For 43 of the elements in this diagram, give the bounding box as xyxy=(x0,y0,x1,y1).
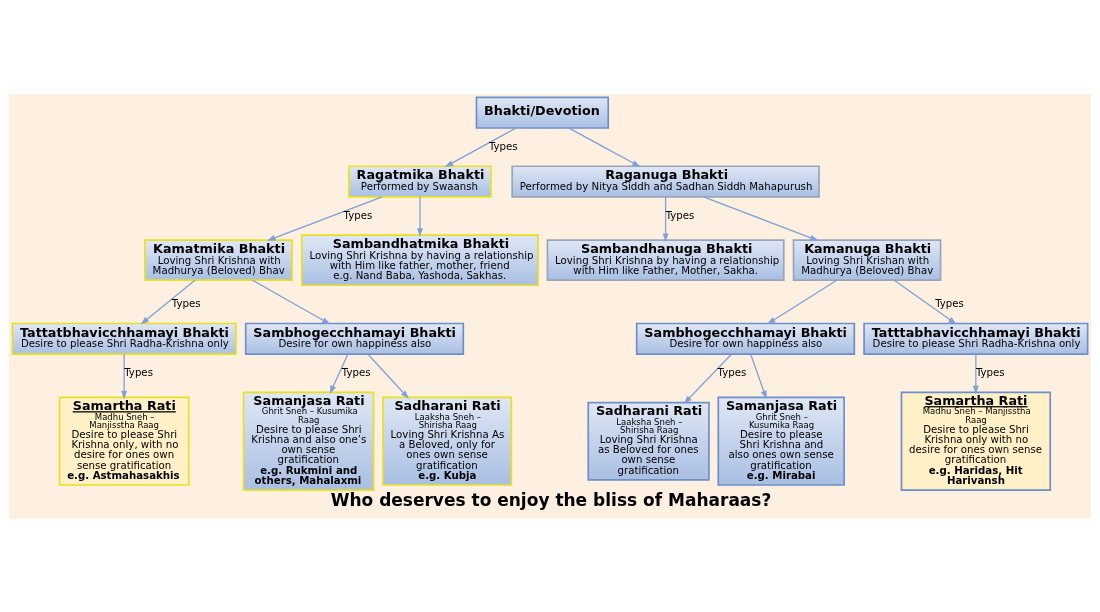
node-box: Kamanuga Bhakti Loving Shri Krishan with Madhurya (Beloved) Bhav xyxy=(792,238,942,281)
node-box: Sambandhanuga Bhakti Loving Shri Krishna by having a relationship with Him like Father, Mother, Sakha. xyxy=(546,238,785,281)
node-box: Raganuga Bhakti Performed by Nitya Siddh and Sadhan Siddh Mahapurush xyxy=(511,164,820,198)
node-box: Tattatbhavicchhamayi Bhakti Desire to please Shri Radha-Krishna only xyxy=(11,322,237,355)
edge-label: Types xyxy=(935,297,964,309)
arrow xyxy=(140,279,196,325)
node-box: Samanjasa Rati Ghrit Sneh – Kusumika Raag Desire to please Shri Krishna and also ones own sense gratification e.g. Mirabai xyxy=(717,396,845,486)
edge-label: Types xyxy=(975,366,1005,378)
arrow xyxy=(893,279,957,324)
edge-label: Types xyxy=(343,209,373,221)
node-box: Tatttabhavicchhamayi Bhakti Desire to please Shri Radha-Krishna only xyxy=(863,322,1089,355)
node-box: Sambandhatmika Bhakti Loving Shri Krishna by having a relationship with Him like father, mother, friend e.g. Nand Baba, Yashoda, Sakhas. xyxy=(300,233,539,286)
diagram-title: Who deserves to enjoy the bliss of Maharaas? xyxy=(330,489,772,510)
arrow xyxy=(329,353,349,394)
node-box: Ragatmika Bhakti Performed by Swaansh xyxy=(348,164,492,198)
node-box: Samartha Rati Madhu Sneh – Manjisstha Raag Desire to please Shri Krishna only with no desire for ones own sense gratification e.g. Haridas, Hit Harivansh xyxy=(900,391,1052,491)
edge-label: Types xyxy=(665,209,695,221)
arrow xyxy=(766,279,838,324)
edge-label: Types xyxy=(124,366,153,378)
node-box: Sambhogecchhamayi Bhakti Desire for own happiness also xyxy=(635,322,856,355)
arrow xyxy=(568,127,641,167)
arrow xyxy=(267,195,383,241)
edge-label: Types xyxy=(488,140,518,152)
node-box: Samanjasa Rati Ghrit Sneh – Kusumika Raag Desire to please Shri Krishna and also one’s own sense gratification e.g. Rukmini and others, Mahalaxmi xyxy=(242,391,375,491)
arrow xyxy=(367,353,409,399)
arrow xyxy=(121,353,128,399)
arrow xyxy=(683,353,733,404)
arrow xyxy=(702,195,819,241)
arrow xyxy=(750,353,767,399)
arrow xyxy=(972,353,979,394)
node-box: Bhakti/Devotion xyxy=(475,96,610,129)
edge-label: Types xyxy=(717,366,747,378)
node-box: Kamatmika Bhakti Loving Shri Krishna with Madhurya (Beloved) Bhav xyxy=(144,238,293,281)
node-box: Sadharani Rati Laaksha Sneh – Shirisha Raag Loving Shri Krishna as Beloved for ones own sense gratification xyxy=(587,401,710,481)
arrow xyxy=(251,279,331,324)
arrow xyxy=(444,127,517,167)
arrow xyxy=(416,195,423,237)
edge-label: Types xyxy=(341,366,371,378)
node-box: Samartha Rati Madhu Sneh – Manjisstha Raag Desire to please Shri Krishna only, with no desire for ones own sense gratification e.g. Astmahasakhis xyxy=(58,396,190,486)
edge-label: Types xyxy=(171,297,201,309)
node-box: Sambhogecchhamayi Bhakti Desire for own happiness also xyxy=(244,322,465,355)
node-box: Sadharani Rati Laaksha Sneh – Shirisha Raag Loving Shri Krishna As a Beloved, only for ones own sense gratification e.g. Kubja xyxy=(382,396,513,486)
arrow xyxy=(662,195,669,242)
